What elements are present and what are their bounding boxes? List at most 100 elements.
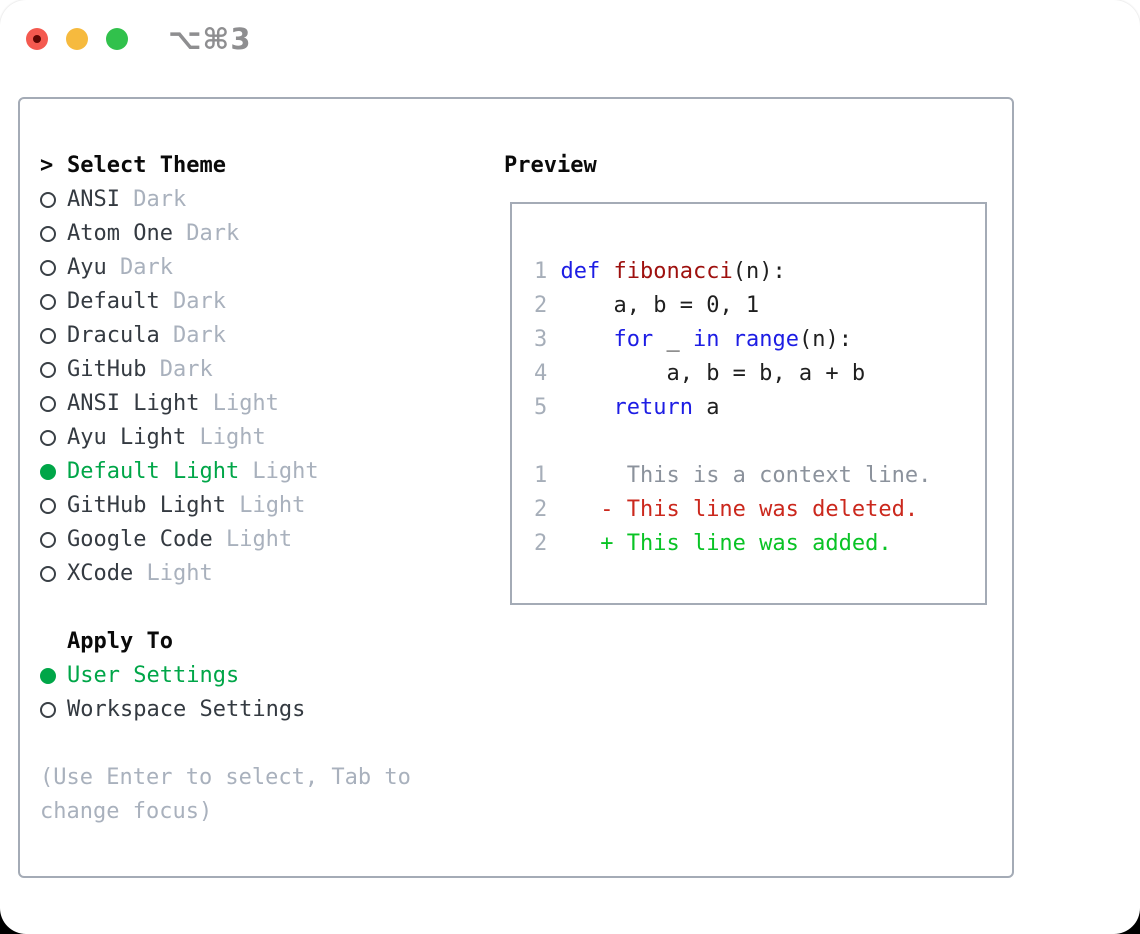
theme-option[interactable]: GitHub Light Light [40,489,485,523]
code-line: 3 for _ in range(n): [534,323,931,357]
radio-marker [40,328,67,344]
apply-option-label: Workspace Settings [67,697,306,722]
code-token [561,327,614,352]
diff-text: + This line was added. [547,531,892,556]
code-line: 4 a, b = b, a + b [534,357,931,391]
select-theme-title: Select Theme [67,153,226,178]
theme-name: ANSI Light [67,391,200,416]
radio-icon [40,362,56,378]
help-text: (Use Enter to select, Tab to change focu… [40,765,411,824]
line-number: 1 [534,259,548,284]
theme-option[interactable]: Dracula Dark [40,319,485,353]
radio-selected-icon [40,464,56,480]
code-token [719,327,732,352]
maximize-button[interactable] [106,28,128,50]
code-token: return [613,395,693,420]
apply-option-label: User Settings [67,663,240,688]
radio-marker [40,532,67,548]
unsaved-changes-dot [33,35,41,43]
select-theme-heading: > Select Theme [40,149,485,183]
line-number: 2 [534,293,548,318]
theme-option[interactable]: Default Light Light [40,455,485,489]
theme-name: XCode [67,561,134,586]
code-token [561,395,614,420]
theme-mode: Dark [159,289,226,314]
line-number: 2 [534,497,548,522]
theme-mode: Dark [146,357,213,382]
hotkey-label: ⌥⌘3 [168,22,252,56]
spacer [40,727,485,761]
radio-icon [40,192,56,208]
code-token: _ [653,327,693,352]
theme-name: Atom One [67,221,173,246]
theme-name: Dracula [67,323,160,348]
radio-icon [40,532,56,548]
radio-marker [40,192,67,208]
radio-icon [40,294,56,310]
radio-marker [40,430,67,446]
theme-name: Google Code [67,527,213,552]
radio-marker [40,362,67,378]
radio-icon [40,702,56,718]
radio-icon [40,498,56,514]
theme-option[interactable]: Ayu Light Light [40,421,485,455]
code-token: a, b = 0, 1 [560,293,760,318]
theme-option[interactable]: XCode Light [40,557,485,591]
diff-line-deleted: 2 - This line was deleted. [534,493,931,527]
theme-mode: Light [212,527,293,552]
code-line: 2 a, b = 0, 1 [534,289,931,323]
code-token: (n): [798,327,852,352]
prompt-icon: > [40,153,54,178]
code-line: 5 return a [534,391,931,425]
radio-icon [40,430,56,446]
radio-marker [40,702,67,718]
radio-selected-icon [40,668,56,684]
line-number: 3 [534,327,548,352]
apply-option[interactable]: User Settings [40,659,485,693]
apply-option[interactable]: Workspace Settings [40,693,485,727]
theme-mode: Dark [172,221,240,246]
diff-line-context: 1 This is a context line. [534,459,931,493]
radio-icon [40,226,56,242]
theme-option[interactable]: GitHub Dark [40,353,485,387]
theme-option[interactable]: Google Code Light [40,523,485,557]
spacer [40,591,485,625]
theme-option[interactable]: ANSI Light Light [40,387,485,421]
radio-marker [40,260,67,276]
theme-mode: Light [225,493,306,518]
radio-icon [40,328,56,344]
theme-name: GitHub [67,357,147,382]
theme-mode: Light [199,391,279,416]
theme-option[interactable]: ANSI Dark [40,183,485,217]
theme-option[interactable]: Ayu Dark [40,251,485,285]
theme-option[interactable]: Atom One Dark [40,217,485,251]
radio-icon [40,260,56,276]
code-token: a [692,395,720,420]
radio-marker [40,498,67,514]
line-number: 5 [534,395,548,420]
theme-mode: Dark [119,187,187,212]
radio-marker [40,294,67,310]
titlebar: ⌥⌘3 [26,22,252,56]
close-button[interactable] [26,28,48,50]
code-token: range [732,327,799,352]
minimize-button[interactable] [66,28,88,50]
code-token: for [613,327,654,352]
code-token: (n): [732,259,786,284]
theme-mode: Light [239,459,319,484]
radio-marker [40,464,67,480]
theme-option[interactable]: Default Dark [40,285,485,319]
theme-name: ANSI [67,187,120,212]
line-number: 1 [534,463,548,488]
radio-marker [40,396,67,412]
theme-mode: Dark [159,323,226,348]
theme-mode: Dark [106,255,173,280]
apply-to-title: Apply To [67,629,173,654]
apply-to-heading: Apply To [40,625,485,659]
theme-mode: Light [186,425,266,450]
